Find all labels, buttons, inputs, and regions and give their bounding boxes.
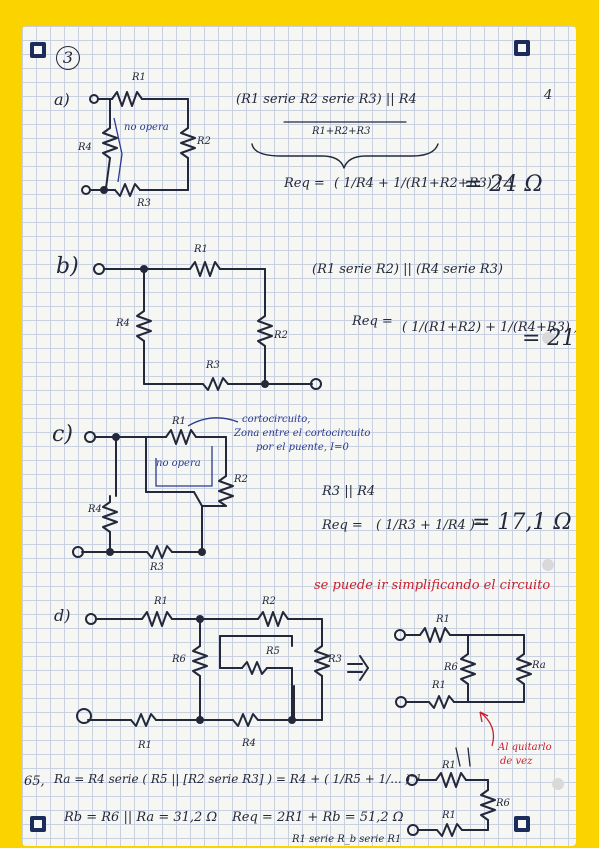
d-s-r6-label: R6 (444, 662, 458, 673)
d-f-r1-bottom-label: R1 (442, 810, 456, 821)
a-formula-top: (R1 serie R2 serie R3) || R4 (236, 92, 417, 107)
circuit-d-final (406, 747, 496, 837)
corner-marker-bottom-right (514, 816, 530, 832)
circuit-d-simplified (394, 627, 532, 709)
c-r3-label: R3 (150, 562, 164, 573)
c-req-expr: ( 1/R3 + 1/R4 )⁻¹ (376, 518, 488, 533)
c-r2-label: R2 (234, 474, 248, 485)
b-req-expr: ( 1/(R1+R2) + 1/(R4+R3) )⁻¹ (402, 320, 576, 335)
d-r4-label: R4 (242, 738, 256, 749)
a-note: no opera (124, 122, 169, 133)
c-result: = 17,1 Ω (472, 510, 572, 535)
d-red-note2-line2: de vez (500, 756, 533, 767)
d-r2-label: R2 (262, 596, 276, 607)
c-note-line1: cortocircuito, (242, 414, 311, 425)
corner-marker-top-right (514, 40, 530, 56)
c-r1-label: R1 (172, 416, 186, 427)
b-r3-label: R3 (206, 360, 220, 371)
d-eq1-prefix: 65, (24, 774, 45, 789)
circuit-b (93, 261, 322, 391)
a-req-label: Req = (284, 176, 325, 191)
circuit-drawings (72, 91, 564, 837)
d-eq1: Ra = R4 serie ( R5 || [R2 serie R3] ) = … (54, 772, 422, 786)
d-red-note: se puede ir simplificando el circuito (314, 578, 551, 593)
d-s-r1-top-label: R1 (436, 614, 450, 625)
part-d-label: d) (54, 606, 71, 625)
d-red-note2-line1: Al quitarlo (498, 742, 552, 753)
notebook-page: 3 (22, 26, 576, 846)
corner-marker-bottom-left (30, 816, 46, 832)
corner-marker-top-left (30, 42, 46, 58)
c-formula-top: R3 || R4 (322, 484, 376, 499)
problem-number: 3 (56, 46, 80, 70)
circuit-d (76, 611, 330, 727)
d-f-r6-label: R6 (496, 798, 510, 809)
part-c-label: c) (52, 422, 73, 447)
a-r2-label: R2 (197, 136, 211, 147)
circuit-a (81, 91, 196, 197)
a-side-number: 4 (544, 88, 553, 103)
c-note-line2: Zona entre el cortocircuito (234, 428, 371, 439)
a-r1-label: R1 (132, 72, 146, 83)
d-s-r1-bottom-label: R1 (432, 680, 446, 691)
c-req-label: Req = (322, 518, 363, 533)
d-eq3: Req = 2R1 + Rb = 51,2 Ω (232, 810, 404, 825)
b-result: = 21 Ω (522, 326, 576, 351)
part-b-label: b) (56, 254, 79, 279)
b-req-label: Req = (352, 314, 393, 329)
d-s-ra-label: Ra (532, 660, 546, 671)
b-formula-top: (R1 serie R2) || (R4 serie R3) (312, 262, 503, 277)
a-r4-label: R4 (78, 142, 92, 153)
d-r1-bottom-label: R1 (138, 740, 152, 751)
d-r6-label: R6 (172, 654, 186, 665)
d-eq2: Rb = R6 || Ra = 31,2 Ω (64, 810, 218, 825)
part-a-label: a) (54, 90, 70, 109)
c-note-line3: por el puente, I=0 (256, 442, 349, 453)
bottom-text: R1 serie R_b serie R1 (292, 834, 402, 845)
d-f-r1-top-label: R1 (442, 760, 456, 771)
c-r4-label: R4 (88, 504, 102, 515)
d-r3-label: R3 (328, 654, 342, 665)
a-result: = 24 Ω (464, 172, 543, 197)
a-req-expr: ( 1/R4 + 1/(R1+R2+R3) )⁻¹ (334, 176, 514, 191)
d-r5-label: R5 (266, 646, 280, 657)
c-note-inner: no opera (156, 458, 201, 469)
a-formula-mid: R1+R2+R3 (312, 126, 371, 137)
b-r4-label: R4 (116, 318, 130, 329)
b-r1-label: R1 (194, 244, 208, 255)
d-r1-top-label: R1 (154, 596, 168, 607)
a-r3-label: R3 (137, 198, 151, 209)
b-r2-label: R2 (274, 330, 288, 341)
circuit-c (72, 417, 239, 559)
